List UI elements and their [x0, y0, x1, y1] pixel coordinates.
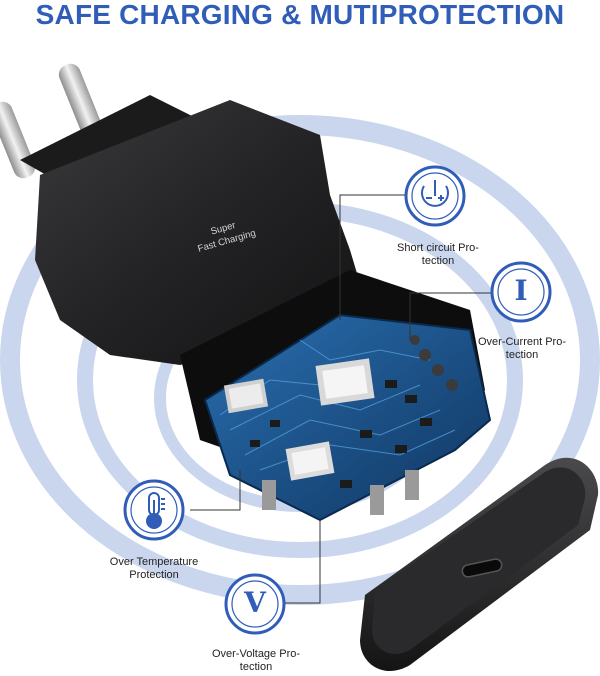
over-voltage-label-line2: tection [239, 661, 273, 673]
over-current-label-line2: tection [505, 349, 539, 361]
current-icon: I [514, 274, 528, 307]
over-voltage-label-line1: Over-Voltage Pro- [211, 648, 301, 660]
thermometer-icon [146, 492, 165, 529]
short-circuit-label-line2: tection [421, 255, 455, 267]
over-temperature-label-line1: Over Temperature [109, 556, 199, 568]
over-current-label-line1: Over-Current Pro- [477, 336, 567, 348]
charger-body [35, 100, 365, 365]
short-circuit-icon [421, 180, 449, 207]
short-circuit-label: Short circuit Pro- tection [378, 242, 498, 268]
usb-c-cap [360, 457, 599, 671]
over-voltage-label: Over-Voltage Pro- tection [198, 648, 314, 674]
protection-icon-circles [123, 165, 552, 635]
over-temperature-label: Over Temperature Protection [94, 556, 214, 582]
over-current-label: Over-Current Pro- tection [466, 336, 578, 362]
over-temperature-label-line2: Protection [129, 569, 179, 581]
circuit-board [203, 313, 492, 522]
short-circuit-label-line1: Short circuit Pro- [397, 242, 479, 254]
voltage-icon: V [244, 586, 266, 619]
callout-lines [190, 194, 492, 604]
headline: SAFE CHARGING & MUTIPROTECTION [35, 0, 565, 30]
